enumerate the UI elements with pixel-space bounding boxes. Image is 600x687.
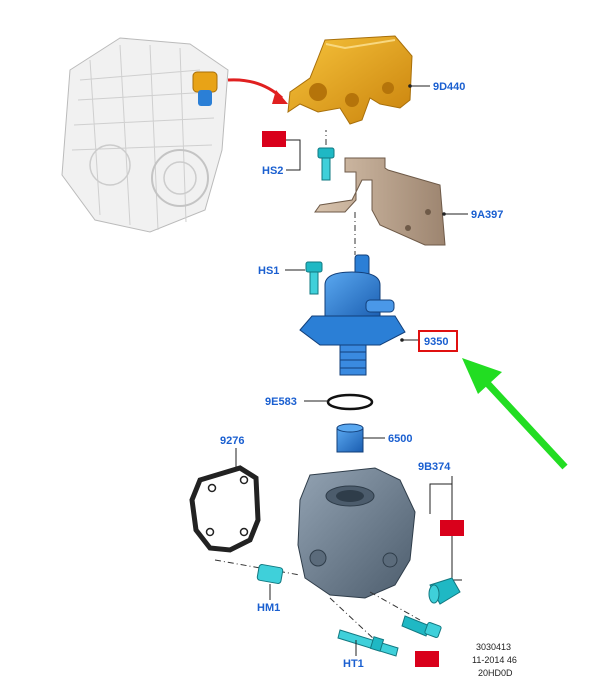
dowel-hm1 [256,564,284,584]
reference-date: 11-2014 46 [472,655,517,665]
label-9d440: 9D440 [433,81,465,93]
green-pointer-arrow [485,381,568,470]
label-9350: 9350 [424,336,448,348]
bolt-hs1 [305,261,323,295]
reference-number: 3030413 [476,642,511,652]
reference-code: 20HD0D [478,668,513,678]
label-9b374: 9B374 [418,461,451,473]
follower-part [336,423,364,453]
label-9e583: 9E583 [265,396,297,408]
torque-spec-badge-icon [415,651,439,667]
cover-part [287,35,413,125]
fuel-pump-part [299,254,406,376]
red-arrowhead [272,90,288,104]
stud-ht1 [337,629,399,657]
bracket-part [314,157,446,246]
label-hs1: HS1 [258,265,279,277]
highlight-box [418,330,458,352]
plug-cap-part [428,577,461,605]
red-pointer-arrow [227,78,284,100]
label-6500: 6500 [388,433,412,445]
label-ht1: HT1 [343,658,364,670]
label-9a397: 9A397 [471,209,503,221]
label-hm1: HM1 [257,602,280,614]
bolt-hs2 [317,147,335,181]
o-ring-part [326,393,374,411]
torque-spec-badge-icon [262,131,286,147]
pump-housing-part [297,467,416,599]
torque-spec-badge-icon [440,520,464,536]
label-9276: 9276 [220,435,244,447]
label-hs2: HS2 [262,165,283,177]
bolt-housing [401,615,442,638]
gasket-part [189,465,261,553]
engine-block-icon [61,37,229,233]
green-arrowhead [462,358,502,394]
